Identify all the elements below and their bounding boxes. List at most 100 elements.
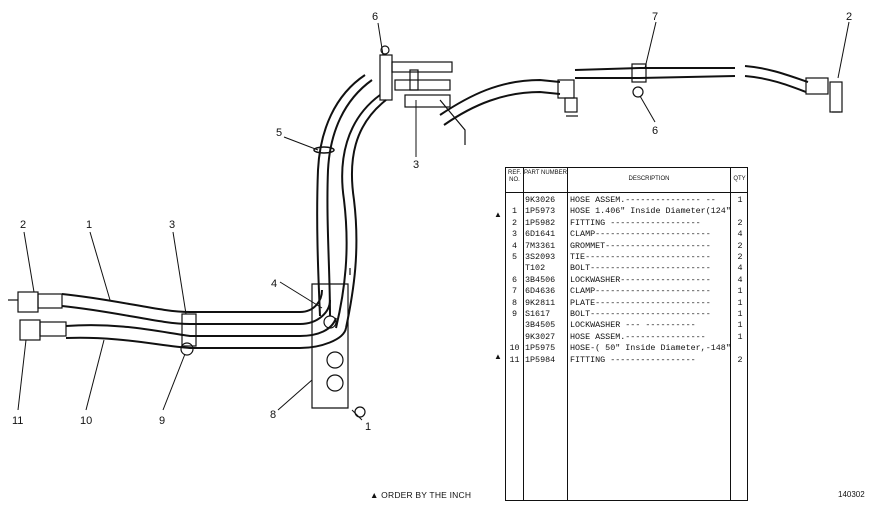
fitting-upper-right (805, 77, 843, 113)
tie-5 (313, 146, 335, 154)
fitting-mid (557, 79, 578, 117)
row-part-number: 7M3361 (525, 240, 556, 251)
callout-4: 4 (271, 278, 277, 290)
row-qty: 2 (737, 217, 743, 228)
table-row: 11 1P5984 FITTING ----------------- 2 (506, 355, 747, 366)
row-part-number: 3B4505 (525, 320, 556, 331)
row-ref: 6 (511, 274, 518, 285)
row-qty: 4 (737, 229, 743, 240)
row-qty: 2 (737, 240, 743, 251)
row-ref: 1 (511, 206, 518, 217)
footnote: ▲ ORDER BY THE INCH (370, 490, 472, 500)
col-divider (523, 168, 524, 500)
row-qty: 4 (737, 263, 743, 274)
header-description: DESCRIPTION (628, 176, 670, 182)
callout-7: 7 (652, 11, 658, 23)
row-part-number: 1P5982 (525, 217, 556, 228)
row-description: HOSE ASSEM.--------------- -- (570, 195, 716, 205)
row-part-number: 1P5975 (525, 343, 556, 354)
row-description: FITTING ----------------- (570, 354, 696, 365)
row-qty: 4 (737, 274, 743, 285)
col-divider (730, 168, 731, 500)
callout-3-top: 3 (413, 159, 419, 171)
callout-1: 1 (86, 219, 92, 231)
callout-6-top: 6 (372, 11, 378, 23)
row-description: CLAMP----------------------- (570, 229, 711, 240)
clamp-7 (631, 63, 647, 98)
table-row: 2 1P5982 FITTING ------------------ 2 (506, 218, 747, 229)
row-description: BOLT------------------------ (570, 263, 711, 274)
row-part-number: 1P5984 (525, 354, 556, 365)
table-row: 9K3026 HOSE ASSEM.--------------- -- 1 (506, 195, 747, 206)
callout-6-mid: 6 (652, 125, 658, 137)
table-row: 3 6D1641 CLAMP----------------------- 4 (506, 229, 747, 240)
order-by-inch-marker: ▲ (494, 352, 502, 361)
row-part-number: 9K3026 (525, 195, 556, 205)
row-qty: 2 (737, 354, 743, 365)
table-header: REF. NO. PART NUMBER DESCRIPTION QTY (506, 168, 747, 193)
callout-11: 11 (12, 415, 23, 427)
row-ref: 4 (511, 240, 518, 251)
row-ref: 2 (511, 217, 518, 228)
row-description: FITTING ------------------ (570, 217, 701, 228)
parts-table: REF. NO. PART NUMBER DESCRIPTION QTY 9K3… (494, 167, 748, 501)
callout-8: 8 (270, 409, 276, 421)
table-row: 1 1P5973 HOSE 1.406" Inside Diameter(124" (506, 206, 747, 217)
fitting-lower-left (8, 291, 67, 341)
row-ref: 7 (511, 286, 518, 297)
row-ref: 10 (509, 343, 520, 354)
callout-10: 10 (80, 415, 92, 427)
row-description: BOLT------------------------ (570, 309, 711, 319)
leader-lines (17, 21, 850, 421)
callout-3-left: 3 (169, 219, 175, 231)
plate-8 (311, 268, 366, 418)
bracket-assembly (379, 45, 466, 145)
row-part-number: 3S2093 (525, 252, 556, 262)
row-description: PLATE----------------------- (570, 297, 711, 308)
row-ref: 5 (511, 252, 518, 262)
callout-5: 5 (276, 127, 282, 139)
table-row: 6 3B4506 LOCKWASHER------------------ 4 (506, 275, 747, 286)
row-part-number: 6D1641 (525, 229, 556, 240)
row-description: LOCKWASHER --- ---------- (570, 320, 696, 331)
row-qty: 1 (737, 286, 743, 297)
row-qty: 1 (737, 195, 743, 205)
row-qty: 1 (737, 297, 743, 308)
callout-9: 9 (159, 415, 165, 427)
drawing-id: 140302 (838, 490, 865, 499)
row-ref: 8 (511, 297, 518, 308)
row-ref: 3 (511, 229, 518, 240)
row-part-number: 1P5973 (525, 206, 556, 217)
col-divider (567, 168, 568, 500)
row-description: TIE------------------------- (570, 252, 711, 262)
callout-1-lower: 1 (365, 421, 371, 433)
header-part-number: PART NUMBER (524, 170, 568, 176)
row-description: GROMMET--------------------- (570, 240, 711, 251)
table-row: 4 7M3361 GROMMET--------------------- 2 (506, 241, 747, 252)
table-row: 3B4505 LOCKWASHER --- ---------- 1 (506, 320, 747, 331)
clamp-3-lower (180, 313, 197, 356)
row-part-number: 3B4506 (525, 274, 556, 285)
header-qty: QTY (733, 176, 746, 182)
table-row: 5 3S2093 TIE------------------------- 2 (506, 252, 747, 263)
hose-lower-run (61, 289, 347, 349)
row-part-number: T102 (525, 263, 546, 274)
row-description: HOSE ASSEM.---------------- (570, 331, 706, 342)
row-description: LOCKWASHER------------------ (570, 274, 711, 285)
row-description: HOSE 1.406" Inside Diameter(124" (570, 206, 730, 217)
row-qty: 1 (737, 309, 743, 319)
row-part-number: 9K3027 (525, 331, 556, 342)
row-ref: 11 (509, 354, 520, 365)
callout-2-top: 2 (846, 11, 852, 23)
callout-2-left: 2 (20, 219, 26, 231)
row-qty: 2 (737, 252, 743, 262)
table-row: T102 BOLT------------------------ 4 (506, 263, 747, 274)
row-qty: 1 (737, 320, 743, 331)
row-part-number: S1617 (525, 309, 551, 319)
